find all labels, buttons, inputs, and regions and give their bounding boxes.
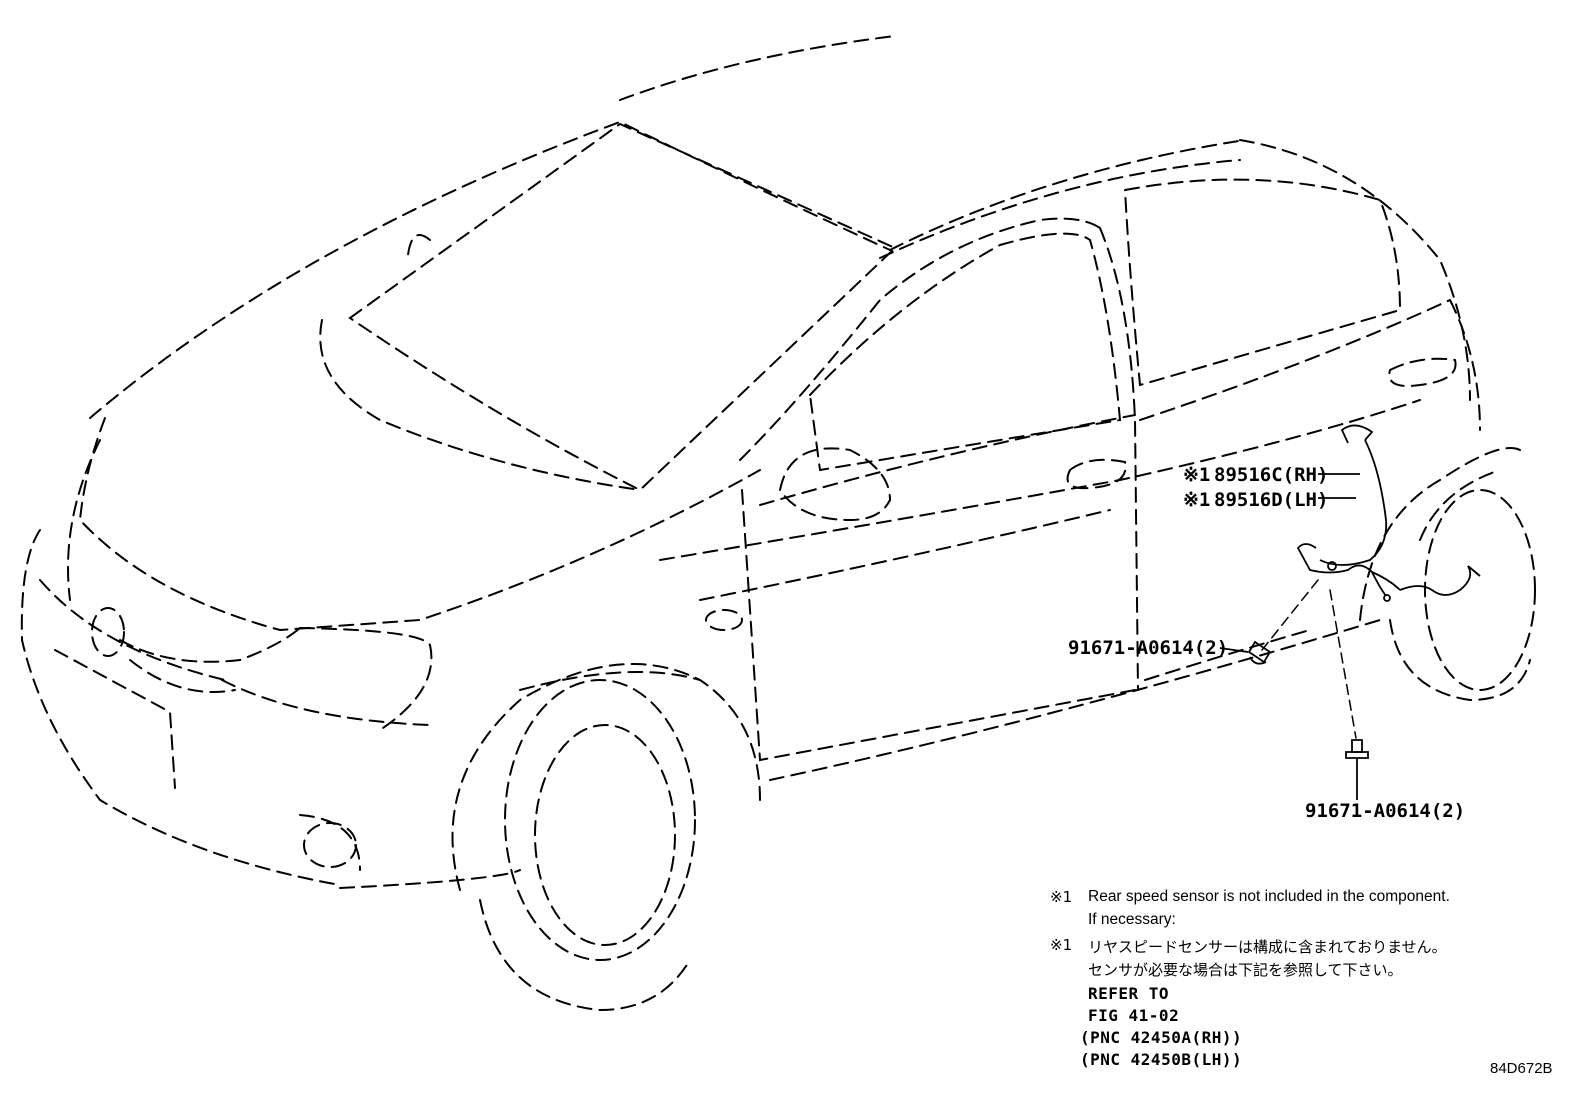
bolt-upper-icon <box>1219 640 1272 665</box>
sensor-rh-mark: ※1 <box>1183 464 1210 486</box>
bolt-upper-partno: 91671-A0614(2) <box>1068 637 1228 659</box>
note-jp-mark: ※1 <box>1050 936 1073 954</box>
note-en-mark: ※1 <box>1050 888 1073 906</box>
sensor-lh-mark: ※1 <box>1183 489 1210 511</box>
bolt-lower-icon <box>1345 739 1369 800</box>
note-fig: FIG 41-02 <box>1088 1006 1180 1025</box>
note-en-line1: Rear speed sensor is not included in the… <box>1088 888 1450 905</box>
note-jp-line1: リヤスピードセンサーは構成に含まれておりません。 <box>1088 938 1447 956</box>
note-refer: REFER TO <box>1088 984 1170 1003</box>
sensor-rh-partno: 89516C(RH) <box>1214 464 1328 486</box>
note-jp-line2: センサが必要な場合は下記を参照して下さい。 <box>1088 961 1403 979</box>
figure-id: 84D672B <box>1490 1060 1553 1077</box>
note-en-line2: If necessary: <box>1088 911 1176 928</box>
speed-sensor-harness <box>1261 424 1481 739</box>
note-pnc-lh: (PNC 42450B(LH)) <box>1080 1050 1243 1069</box>
bolt-lower-partno: 91671-A0614(2) <box>1305 800 1465 822</box>
sensor-lh-partno: 89516D(LH) <box>1214 489 1328 511</box>
vehicle-outline <box>20 35 1536 1012</box>
note-pnc-rh: (PNC 42450A(RH)) <box>1080 1028 1243 1047</box>
